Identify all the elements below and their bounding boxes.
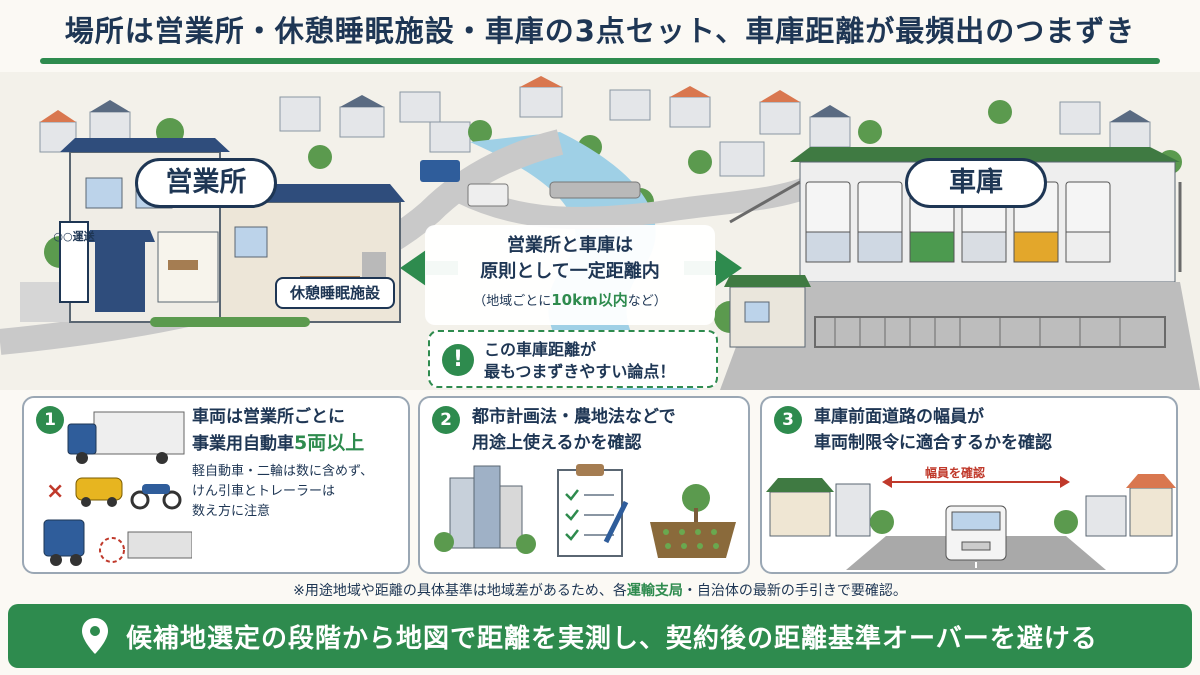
card-title-line2: 車両制限令に適合するかを確認 bbox=[814, 433, 1052, 453]
garage-label: 車庫 bbox=[905, 158, 1047, 208]
distance-note-prefix: （地域ごとに bbox=[473, 294, 552, 309]
card-title-line1: 車両は営業所ごとに bbox=[192, 407, 345, 427]
card-title-line2-prefix: 事業用自動車 bbox=[192, 434, 294, 454]
double-arrow-icon bbox=[882, 476, 1070, 488]
tractor-trailer-icon bbox=[43, 519, 192, 566]
bridge bbox=[549, 181, 641, 199]
distance-note-km: 10km以内 bbox=[551, 291, 628, 309]
card-note-line3: 数え方に注意 bbox=[192, 504, 271, 519]
warning-text: この車庫距離が 最もつまずきやすい論点！ bbox=[484, 339, 675, 383]
card-title-line1: 車庫前面道路の幅員が bbox=[814, 407, 984, 427]
company-sign-text: ○○運送 bbox=[53, 229, 95, 243]
distance-callout: 営業所と車庫は 原則として一定距離内 （地域ごとに10km以内など） bbox=[425, 225, 715, 325]
kei-car-icon bbox=[75, 477, 123, 507]
card-title: 都市計画法・農地法などで 用途上使えるかを確認 bbox=[472, 404, 676, 456]
card-title-line2: 事業用自動車5両以上 bbox=[192, 430, 364, 457]
location-pin-icon bbox=[82, 618, 108, 654]
card-title-line2: 用途上使えるかを確認 bbox=[472, 433, 642, 453]
warning-callout: ! この車庫距離が 最もつまずきやすい論点！ bbox=[428, 330, 718, 388]
footnote-suffix: ・自治体の最新の手引きで要確認。 bbox=[682, 583, 907, 599]
vehicle-illustrations: × bbox=[43, 411, 192, 566]
exclude-mark: × bbox=[46, 479, 64, 504]
farmland-icon bbox=[650, 484, 736, 558]
warning-line1: この車庫距離が bbox=[484, 340, 597, 359]
box-truck-icon bbox=[67, 411, 185, 464]
checklist-icon bbox=[557, 464, 629, 557]
card-number: 1 bbox=[36, 406, 64, 434]
vehicle-count-highlight: 5両以上 bbox=[294, 432, 365, 454]
title-underline bbox=[40, 58, 1160, 64]
road-width-illustration bbox=[766, 474, 1176, 570]
banner-text: 候補地選定の段階から地図で距離を実測し、契約後の距離基準オーバーを避ける bbox=[126, 624, 1098, 654]
road-vehicles bbox=[420, 160, 509, 207]
office-label: 営業所 bbox=[135, 158, 277, 208]
footnote-prefix: ※用途地域や距離の具体基準は地域差があるため、各 bbox=[293, 583, 627, 599]
bottom-banner: 候補地選定の段階から地図で距離を実測し、契約後の距離基準オーバーを避ける bbox=[8, 604, 1192, 668]
rest-facility-label: 休憩睡眠施設 bbox=[275, 277, 395, 309]
front-truck-icon bbox=[945, 505, 1007, 561]
card-note-line1: 軽自動車・二輪は数に含めず、 bbox=[192, 464, 374, 479]
warning-line2: 最もつまずきやすい論点！ bbox=[484, 362, 676, 381]
card-land-use: 2 都市計画法・農地法などで 用途上使えるかを確認 bbox=[418, 396, 750, 574]
city-buildings-icon bbox=[434, 465, 536, 554]
page-title: 場所は営業所・休憩睡眠施設・車庫の3点セット、車庫距離が最頻出のつまずき bbox=[64, 14, 1136, 48]
width-check-label: 幅員を確認 bbox=[924, 466, 985, 480]
motorcycle-icon bbox=[130, 484, 182, 510]
footnote-highlight: 運輸支局 bbox=[626, 583, 683, 599]
distance-line1: 営業所と車庫は bbox=[507, 235, 633, 256]
footnote: ※用途地域や距離の具体基準は地域差があるため、各運輸支局・自治体の最新の手引きで… bbox=[0, 580, 1200, 600]
card-number: 3 bbox=[774, 406, 802, 434]
card-title: 車両は営業所ごとに 事業用自動車5両以上 bbox=[192, 404, 364, 457]
distance-note-suffix: など） bbox=[627, 294, 667, 309]
background-houses bbox=[39, 86, 1151, 177]
illustration-scene: ○○運送 bbox=[0, 72, 1200, 390]
street-houses bbox=[766, 474, 1176, 537]
card-title-line1: 都市計画法・農地法などで bbox=[472, 407, 676, 427]
exclamation-icon: ! bbox=[442, 344, 474, 376]
card-number: 2 bbox=[432, 406, 460, 434]
card-note: 軽自動車・二輪は数に含めず、 けん引車とトレーラーは 数え方に注意 bbox=[192, 462, 373, 522]
card-note-line2: けん引車とトレーラーは bbox=[192, 484, 336, 499]
card-vehicle-count: 1 車両は営業所ごとに 事業用自動車5両以上 軽自動車・二輪は数に含めず、 けん… bbox=[22, 396, 410, 574]
land-use-illustrations bbox=[434, 464, 736, 558]
card-title: 車庫前面道路の幅員が 車両制限令に適合するかを確認 bbox=[814, 404, 1052, 456]
distance-line2: 原則として一定距離内 bbox=[480, 261, 660, 282]
card-road-width: 3 車庫前面道路の幅員が 車両制限令に適合するかを確認 幅員を確認 bbox=[760, 396, 1178, 574]
distance-note: （地域ごとに10km以内など） bbox=[425, 289, 715, 310]
